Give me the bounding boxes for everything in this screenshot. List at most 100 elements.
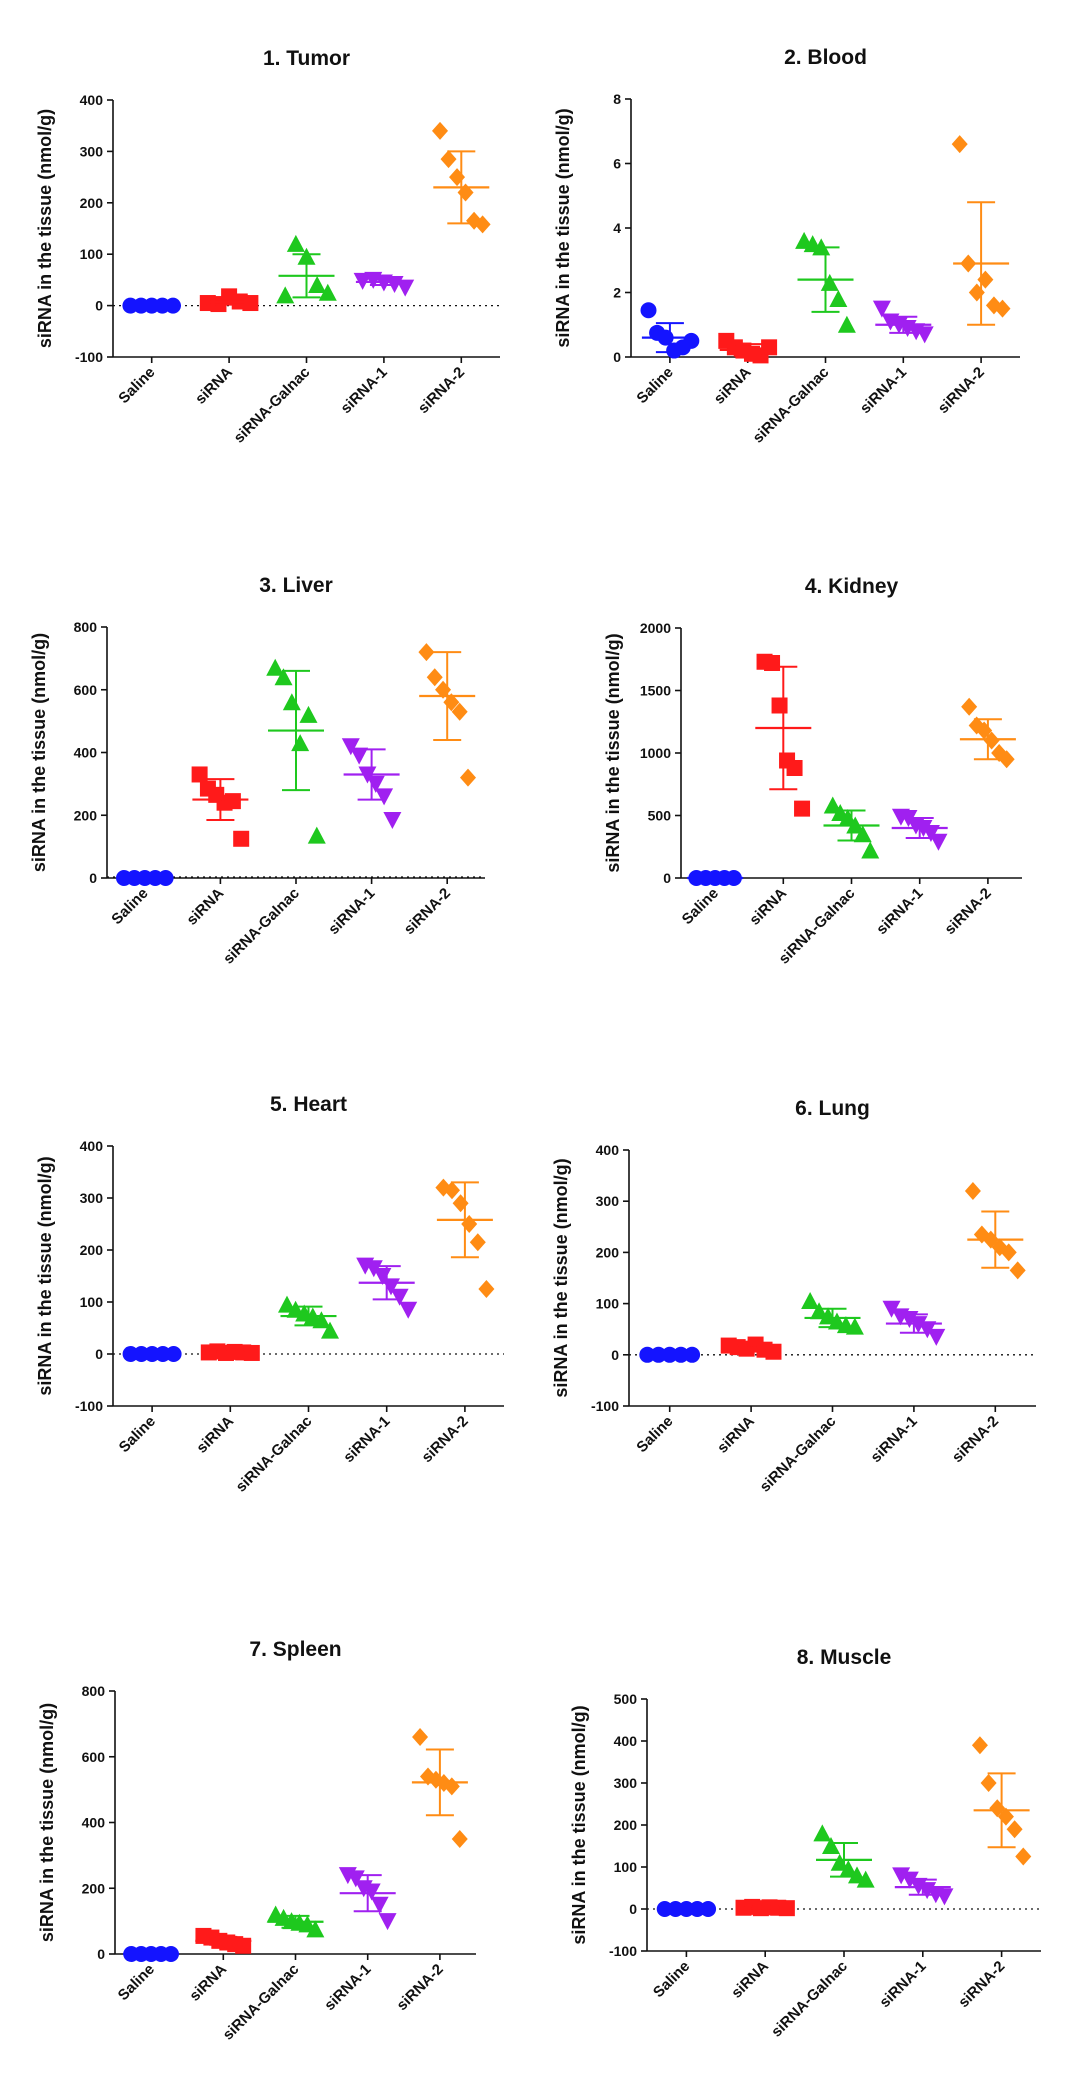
data-point: [823, 796, 842, 814]
x-category-label: Saline: [116, 1413, 159, 1456]
data-point: [308, 276, 327, 294]
x-category-label: siRNA-2: [935, 364, 988, 417]
data-point: [443, 1181, 460, 1200]
y-tick-label: 400: [74, 745, 98, 761]
data-point: [461, 1215, 478, 1233]
chart-title: 6. Lung: [795, 1097, 870, 1120]
data-point: [977, 270, 994, 289]
y-tick-label: 1500: [640, 683, 671, 699]
y-tick-label: 0: [613, 349, 621, 365]
y-tick-label: 2000: [640, 620, 671, 636]
data-point: [191, 766, 208, 783]
x-category-label: siRNA: [193, 1413, 237, 1457]
y-tick-label: 300: [80, 1190, 104, 1206]
data-point: [282, 693, 301, 711]
chart-title: 2. Blood: [784, 46, 867, 69]
x-category-label: Saline: [633, 364, 676, 407]
data-point: [451, 702, 468, 721]
data-point: [451, 1829, 468, 1848]
y-tick-label: -100: [75, 349, 103, 365]
x-category-label: siRNA: [192, 364, 236, 408]
data-point: [820, 273, 839, 291]
y-tick-label: 400: [80, 92, 104, 108]
data-point: [929, 833, 948, 851]
y-tick-label: 400: [614, 1733, 638, 1749]
data-point: [764, 655, 781, 671]
x-category-label: Saline: [115, 364, 158, 407]
data-point: [640, 302, 657, 319]
data-point: [274, 668, 293, 686]
data-point: [961, 697, 978, 716]
chart-title: 7. Spleen: [249, 1638, 341, 1661]
y-axis-label: siRNA in the tissue (nmol/g): [29, 633, 49, 872]
y-axis-label: siRNA in the tissue (nmol/g): [553, 108, 573, 347]
data-point: [837, 315, 856, 333]
y-tick-label: 300: [614, 1775, 638, 1791]
data-point: [350, 747, 369, 765]
y-tick-label: 400: [80, 1138, 104, 1154]
data-point: [452, 1194, 469, 1213]
x-category-label: siRNA-1: [867, 1413, 920, 1466]
data-point: [266, 658, 285, 676]
data-point: [390, 1288, 409, 1306]
data-point: [457, 183, 474, 202]
x-category-label: siRNA-Galnac: [750, 364, 833, 447]
x-category-label: Saline: [633, 1413, 676, 1456]
data-point: [971, 1736, 988, 1755]
data-point: [794, 800, 811, 817]
data-point: [786, 760, 803, 776]
y-tick-label: 1000: [640, 745, 671, 761]
x-category-label: siRNA: [728, 1958, 772, 2002]
y-tick-label: 100: [80, 1294, 104, 1310]
x-category-label: siRNA-2: [955, 1958, 1008, 2011]
data-point: [440, 150, 457, 169]
y-tick-label: 300: [80, 143, 104, 159]
data-point: [1006, 1820, 1023, 1839]
y-tick-label: 200: [614, 1817, 638, 1833]
data-point: [412, 1728, 429, 1747]
y-tick-label: 600: [74, 682, 98, 698]
data-point: [233, 830, 250, 847]
data-point: [449, 168, 466, 187]
x-category-label: siRNA-Galnac: [757, 1413, 840, 1496]
x-category-label: siRNA-2: [393, 1961, 446, 2014]
data-point: [813, 1824, 832, 1842]
data-point: [683, 332, 700, 349]
y-tick-label: 0: [663, 870, 671, 886]
y-tick-label: 400: [596, 1142, 620, 1158]
data-point: [307, 826, 326, 844]
data-point: [821, 1837, 840, 1854]
data-point: [927, 1328, 946, 1346]
y-tick-label: 0: [629, 1901, 637, 1917]
data-point: [469, 1233, 486, 1252]
data-point: [853, 825, 872, 843]
data-point: [765, 1343, 782, 1360]
data-point: [306, 1920, 325, 1938]
y-axis-label: siRNA in the tissue (nmol/g): [35, 109, 55, 348]
x-category-label: siRNA-2: [415, 364, 468, 417]
data-point: [383, 811, 402, 829]
data-point: [951, 135, 968, 154]
y-axis-label: siRNA in the tissue (nmol/g): [603, 633, 623, 872]
y-tick-label: 0: [95, 298, 103, 314]
data-point: [299, 705, 318, 723]
chart-title: 3. Liver: [259, 574, 333, 597]
data-point: [1015, 1847, 1032, 1866]
y-axis-label: siRNA in the tissue (nmol/g): [35, 1156, 55, 1395]
data-point: [224, 793, 241, 810]
x-category-label: Saline: [115, 1961, 158, 2004]
data-point: [829, 289, 848, 307]
y-tick-label: 200: [596, 1244, 620, 1260]
x-category-label: siRNA-Galnac: [220, 885, 303, 968]
data-point: [918, 1321, 937, 1339]
data-point: [291, 734, 310, 752]
data-point: [872, 300, 891, 318]
x-category-label: siRNA-Galnac: [768, 1958, 851, 2041]
x-category-label: siRNA-2: [418, 1413, 471, 1466]
chart-title: 5. Heart: [270, 1093, 347, 1116]
y-tick-label: -100: [609, 1943, 637, 1959]
